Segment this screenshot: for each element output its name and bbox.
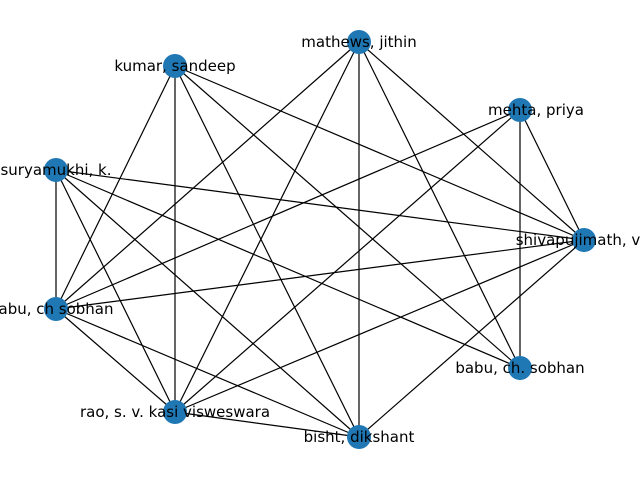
node-label-mehta: mehta, priya — [488, 101, 584, 119]
edge-kumar-shiva — [174, 65, 585, 241]
edge-surya-babu_right — [55, 169, 521, 369]
node-label-surya: suryamukhi, k. — [0, 161, 111, 179]
edge-shiva-babu_left — [55, 239, 585, 310]
edge-mathews-babu_left — [55, 41, 360, 310]
node-label-shiva: shivapujimath, vis — [516, 231, 640, 249]
edge-mehta-rao — [174, 109, 521, 413]
edge-babu_left-bisht — [55, 308, 360, 438]
node-label-kumar: kumar, sandeep — [114, 57, 235, 75]
edge-shiva-bisht — [358, 239, 585, 438]
edge-mathews-shiva — [358, 41, 585, 241]
edge-kumar-babu_right — [174, 65, 521, 369]
edge-rao-bisht — [174, 411, 360, 438]
node-surya — [44, 158, 68, 182]
node-label-rao: rao, s. v. kasi visweswara — [80, 403, 270, 421]
label-layer: mathews, jithin kumar, sandeep mehta, priy… — [0, 33, 640, 446]
node-mehta — [508, 98, 532, 122]
node-babu_right — [508, 356, 532, 380]
node-babu_left — [44, 297, 68, 321]
node-kumar — [163, 54, 187, 78]
edge-shiva-rao — [174, 239, 585, 413]
edge-surya-bisht — [55, 169, 360, 438]
node-mathews — [347, 30, 371, 54]
node-label-babu_right: babu, ch. sobhan — [455, 359, 584, 377]
edge-surya-shiva — [55, 169, 585, 241]
node-label-bisht: bisht, dikshant — [304, 428, 415, 446]
edge-babu_left-rao — [55, 308, 176, 413]
node-label-mathews: mathews, jithin — [301, 33, 416, 51]
edge-mehta-shiva — [519, 109, 585, 241]
node-rao — [163, 400, 187, 424]
edge-mehta-babu_left — [55, 109, 521, 310]
edge-surya-rao — [55, 169, 176, 413]
edge-kumar-babu_left — [55, 65, 176, 310]
node-label-babu_left: abu, ch sobhan — [0, 300, 114, 318]
edge-layer — [55, 41, 585, 438]
node-bisht — [347, 425, 371, 449]
edge-mathews-rao — [174, 41, 360, 413]
edge-kumar-bisht — [174, 65, 360, 438]
node-shiva — [572, 228, 596, 252]
edge-mathews-babu_right — [358, 41, 521, 369]
node-layer — [44, 30, 596, 449]
